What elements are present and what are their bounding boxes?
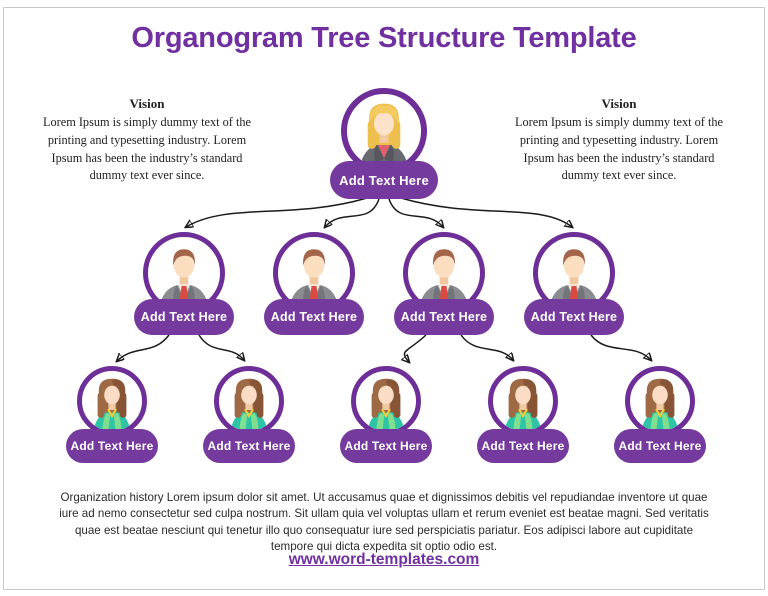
- page-title: Organogram Tree Structure Template: [131, 22, 637, 54]
- add-text-pill-l2-1[interactable]: Add Text Here: [134, 299, 234, 335]
- woman-brunette-avatar-icon: [82, 371, 142, 431]
- vision-block-left: Vision Lorem Ipsum is simply dummy text …: [38, 96, 256, 185]
- add-text-pill-l3-3[interactable]: Add Text Here: [340, 429, 432, 463]
- node-label: Add Text Here: [339, 172, 429, 188]
- org-node-l2-4: Add Text Here: [524, 232, 624, 335]
- org-node-l3-5: Add Text Here: [614, 366, 706, 463]
- woman-brunette-avatar-icon: [356, 371, 416, 431]
- woman-blonde-avatar-icon: [347, 94, 421, 168]
- footer: www.word-templates.com: [0, 551, 768, 569]
- node-label: Add Text Here: [270, 310, 358, 324]
- add-text-pill-l3-4[interactable]: Add Text Here: [477, 429, 569, 463]
- website-link[interactable]: www.word-templates.com: [288, 551, 480, 568]
- node-label: Add Text Here: [344, 439, 428, 453]
- avatar-frame: [341, 88, 427, 174]
- add-text-pill-l3-5[interactable]: Add Text Here: [614, 429, 706, 463]
- org-node-l3-3: Add Text Here: [340, 366, 432, 463]
- add-text-pill-l3-2[interactable]: Add Text Here: [203, 429, 295, 463]
- node-label: Add Text Here: [400, 310, 488, 324]
- vision-body-text: Lorem Ipsum is simply dummy text of the …: [514, 115, 723, 183]
- woman-brunette-avatar-icon: [493, 371, 553, 431]
- node-label: Add Text Here: [530, 310, 618, 324]
- org-node-l2-2: Add Text Here: [264, 232, 364, 335]
- org-node-l3-1: Add Text Here: [66, 366, 158, 463]
- vision-block-right: Vision Lorem Ipsum is simply dummy text …: [510, 96, 728, 185]
- avatar-frame: [77, 366, 147, 436]
- add-text-pill-l2-4[interactable]: Add Text Here: [524, 299, 624, 335]
- vision-heading: Vision: [129, 96, 165, 111]
- node-label: Add Text Here: [481, 439, 565, 453]
- org-node-l2-3: Add Text Here: [394, 232, 494, 335]
- org-node-l3-2: Add Text Here: [203, 366, 295, 463]
- node-label: Add Text Here: [207, 439, 291, 453]
- woman-brunette-avatar-icon: [219, 371, 279, 431]
- add-text-pill-root[interactable]: Add Text Here: [330, 161, 438, 199]
- vision-body-text: Lorem Ipsum is simply dummy text of the …: [42, 115, 251, 183]
- org-node-l3-4: Add Text Here: [477, 366, 569, 463]
- add-text-pill-l2-2[interactable]: Add Text Here: [264, 299, 364, 335]
- node-label: Add Text Here: [70, 439, 154, 453]
- node-label: Add Text Here: [618, 439, 702, 453]
- woman-brunette-avatar-icon: [630, 371, 690, 431]
- add-text-pill-l3-1[interactable]: Add Text Here: [66, 429, 158, 463]
- org-node-root: Add Text Here: [330, 88, 438, 199]
- add-text-pill-l2-3[interactable]: Add Text Here: [394, 299, 494, 335]
- avatar-frame: [214, 366, 284, 436]
- node-label: Add Text Here: [140, 310, 228, 324]
- org-node-l2-1: Add Text Here: [134, 232, 234, 335]
- avatar-frame: [625, 366, 695, 436]
- avatar-frame: [488, 366, 558, 436]
- avatar-frame: [351, 366, 421, 436]
- organization-history-text: Organization history Lorem ipsum dolor s…: [59, 491, 709, 554]
- vision-heading: Vision: [601, 96, 637, 111]
